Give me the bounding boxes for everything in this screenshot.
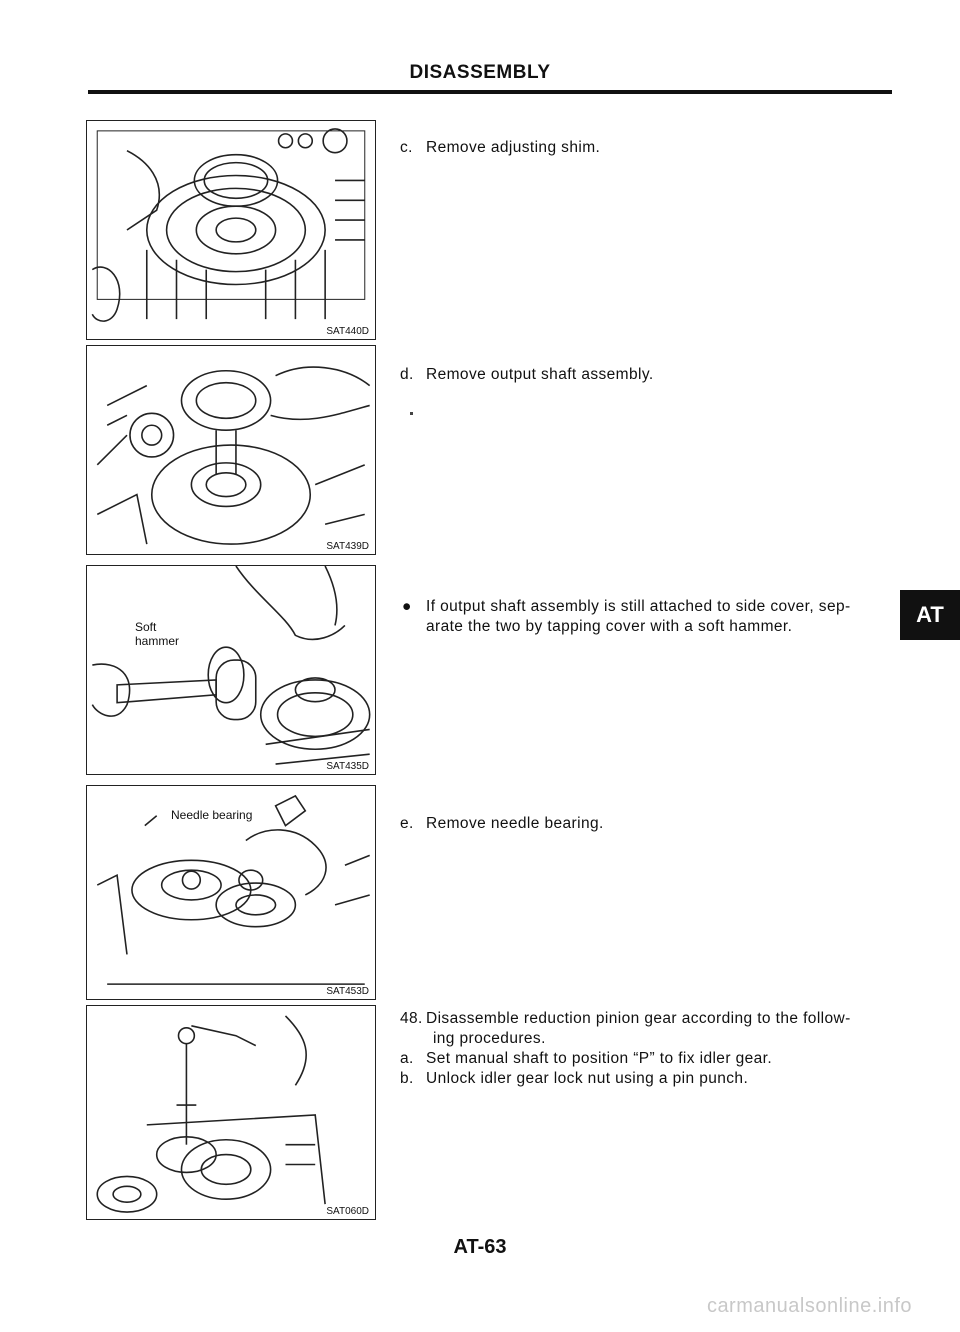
bullet-icon: ● (402, 598, 412, 615)
step-label: c. (400, 139, 413, 156)
step-label: b. (400, 1070, 414, 1087)
figure-sat453d: Needle bearing SAT453D (86, 785, 376, 1000)
transmission-illustration-2 (96, 366, 371, 545)
step-text: Disassemble reduction pinion gear accord… (426, 1010, 851, 1047)
figure-code: SAT435D (324, 761, 371, 772)
watermark: carmanualsonline.info (706, 1295, 912, 1317)
figure-sat060d: SAT060D (86, 1005, 376, 1220)
step-text: Remove needle bearing. (426, 815, 604, 832)
step-a: a. Set manual shaft to position “P” to fi… (400, 1049, 772, 1069)
step-b: b. Unlock idler gear lock nut using a pin… (400, 1069, 748, 1089)
figure-code: SAT060D (324, 1206, 371, 1217)
soft-hammer-illustration (91, 566, 371, 765)
header-rule (88, 90, 892, 94)
transmission-illustration-1 (91, 128, 366, 322)
step-e: e. Remove needle bearing. (400, 814, 604, 834)
bullet-text: If output shaft assembly is still attach… (426, 598, 851, 635)
print-speck (410, 412, 413, 415)
figure-sat435d: Soft hammer SAT435D (86, 565, 376, 775)
step-c: c. Remove adjusting shim. (400, 138, 600, 158)
callout-soft-hammer: Soft hammer (135, 620, 180, 648)
step-text: Set manual shaft to position “P” to fix … (426, 1050, 773, 1067)
step-label: 48. (400, 1010, 423, 1027)
figure-sat439d: SAT439D (86, 345, 376, 555)
step-label: e. (400, 815, 414, 832)
figure-code: SAT453D (324, 986, 371, 997)
callout-needle-bearing: Needle bearing (171, 808, 253, 822)
figure-sat440d: SAT440D (86, 120, 376, 340)
section-tab-at: AT (900, 590, 960, 640)
step-label: a. (400, 1050, 414, 1067)
pin-punch-illustration (96, 1015, 326, 1213)
page-header-title: DISASSEMBLY (409, 62, 551, 83)
step-text: Unlock idler gear lock nut using a pin p… (426, 1070, 749, 1087)
figure-code: SAT439D (324, 541, 371, 552)
step-text: Remove output shaft assembly. (426, 366, 654, 383)
step-48: 48.Disassemble reduction pinion gear acc… (400, 1009, 851, 1049)
step-label: d. (400, 366, 414, 383)
figure-code: SAT440D (324, 326, 371, 337)
needle-bearing-illustration (96, 794, 370, 985)
step-d: d. Remove output shaft assembly. (400, 365, 654, 385)
page-number: AT-63 (453, 1236, 507, 1258)
step-text: Remove adjusting shim. (426, 139, 601, 156)
